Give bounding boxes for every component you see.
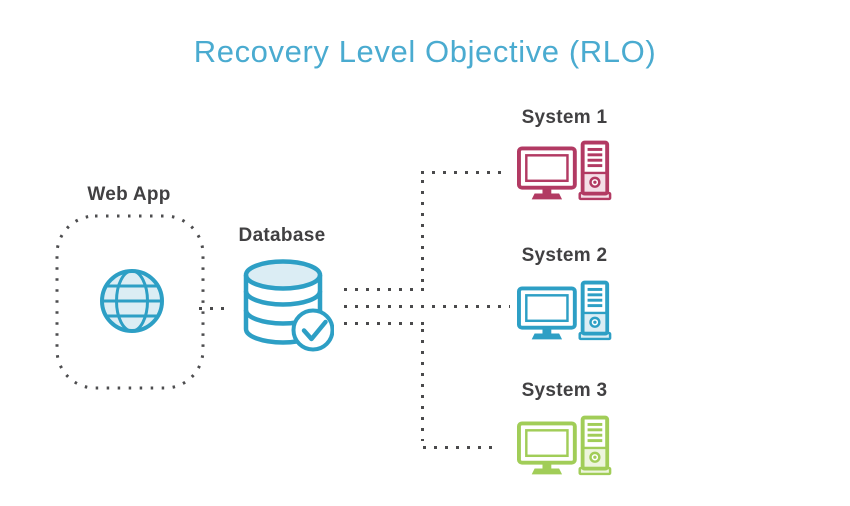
connector-system3-horizontal <box>423 446 499 449</box>
desktop-computer-icon <box>517 140 612 201</box>
system-1-group <box>517 140 615 207</box>
database-check-icon <box>243 259 334 352</box>
database-label: Database <box>238 225 326 246</box>
web-app-label: Web App <box>87 184 171 205</box>
connector-system1-horizontal <box>421 171 501 174</box>
system-2-label: System 2 <box>521 245 608 266</box>
globe-icon <box>100 269 164 333</box>
connector-database-branch-bottom <box>344 322 424 325</box>
connector-database-branch-top <box>344 288 424 291</box>
desktop-computer-icon <box>517 415 612 476</box>
system-2-group <box>517 280 615 347</box>
connector-system3-drop <box>421 329 424 441</box>
connector-database-system2 <box>344 305 510 308</box>
connector-system1-riser <box>421 180 424 290</box>
connector-webapp-database <box>199 307 229 310</box>
web-app-boundary <box>55 214 205 390</box>
page-title: Recovery Level Objective (RLO) <box>193 34 657 69</box>
desktop-computer-icon <box>517 280 612 341</box>
system-3-group <box>517 415 615 482</box>
system-3-label: System 3 <box>521 380 608 401</box>
system-1-label: System 1 <box>521 107 608 128</box>
